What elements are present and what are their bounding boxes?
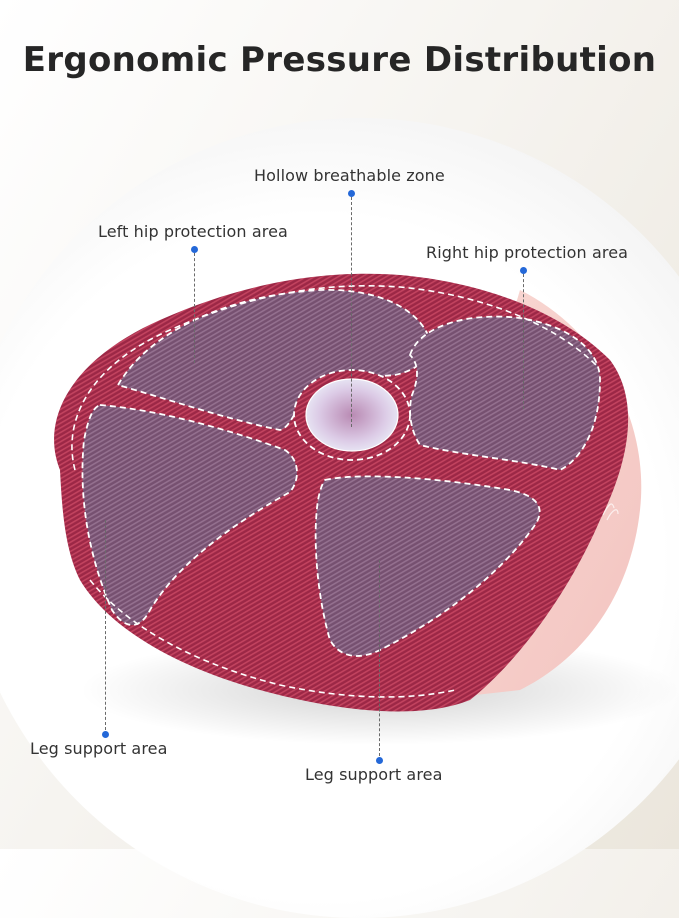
left-leg-pad	[81, 404, 298, 626]
leader-line-right-hip	[523, 274, 524, 409]
hollow-hole	[305, 378, 399, 452]
leader-line-left-hip	[194, 253, 195, 363]
leader-line-leg-left	[105, 520, 106, 730]
callout-left-hip-label: Left hip protection area	[98, 222, 288, 241]
callout-leg-left-label: Leg support area	[30, 739, 168, 758]
dot-icon	[520, 267, 527, 274]
page-title: Ergonomic Pressure Distribution	[22, 40, 657, 80]
callout-right-hip-label: Right hip protection area	[426, 243, 629, 262]
dot-icon	[348, 190, 355, 197]
callout-leg-center-label: Leg support area	[305, 765, 443, 784]
infographic: Ergonomic Pressure Distribution	[0, 40, 679, 918]
leader-line-hollow	[351, 197, 352, 427]
right-hip-pad	[408, 315, 601, 471]
dot-icon	[376, 757, 383, 764]
callout-hollow-label: Hollow breathable zone	[254, 166, 445, 185]
leader-line-leg-center	[379, 560, 380, 756]
center-leg-pad	[314, 475, 541, 657]
dot-icon	[191, 246, 198, 253]
brand-logo-icon	[602, 503, 619, 521]
dot-icon	[102, 731, 109, 738]
seat-cushion-illustration	[54, 273, 679, 745]
